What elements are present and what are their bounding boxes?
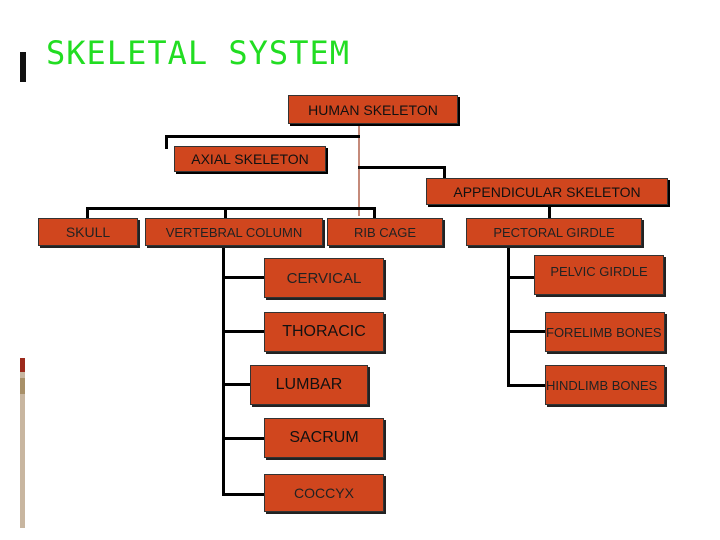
slide-side-bar: [20, 358, 25, 528]
node-axial-skeleton: AXIAL SKELETON: [174, 146, 326, 172]
slide-accent-bar: [20, 52, 26, 82]
node-cervical: CERVICAL: [264, 258, 384, 298]
node-label: COCCYX: [294, 485, 354, 501]
node-label: FORELIMB BONES: [546, 324, 662, 340]
node-label: CERVICAL: [286, 269, 362, 287]
node-label: PELVIC GIRDLE: [550, 264, 648, 279]
node-label: PECTORAL GIRDLE: [493, 224, 615, 240]
node-appendicular-skeleton: APPENDICULAR SKELETON: [426, 178, 668, 205]
node-label: THORACIC: [282, 323, 366, 340]
node-skull: SKULL: [38, 218, 138, 246]
node-thoracic: THORACIC: [264, 312, 384, 352]
node-lumbar: LUMBAR: [250, 365, 368, 405]
node-rib-cage: RIB CAGE: [327, 218, 443, 246]
node-vertebral-column: VERTEBRAL COLUMN: [145, 218, 323, 246]
node-pelvic-girdle: PELVIC GIRDLE: [534, 255, 664, 295]
page-title: SKELETAL SYSTEM: [46, 34, 350, 72]
node-pectoral-girdle: PECTORAL GIRDLE: [466, 218, 642, 246]
node-label: AXIAL SKELETON: [191, 151, 309, 167]
node-label: LUMBAR: [275, 376, 343, 393]
node-coccyx: COCCYX: [264, 474, 384, 512]
node-label: VERTEBRAL COLUMN: [165, 224, 303, 240]
node-label: SACRUM: [289, 429, 359, 446]
node-label: APPENDICULAR SKELETON: [453, 183, 641, 200]
node-forelimb-bones: FORELIMB BONES: [545, 312, 665, 352]
node-label: SKULL: [65, 224, 111, 240]
node-hindlimb-bones: HINDLIMB BONES: [545, 365, 665, 405]
node-label: RIB CAGE: [353, 224, 417, 240]
node-human-skeleton: HUMAN SKELETON: [288, 95, 458, 124]
node-label: HUMAN SKELETON: [308, 101, 438, 118]
node-sacrum: SACRUM: [264, 418, 384, 458]
node-label: HINDLIMB BONES: [546, 377, 658, 393]
